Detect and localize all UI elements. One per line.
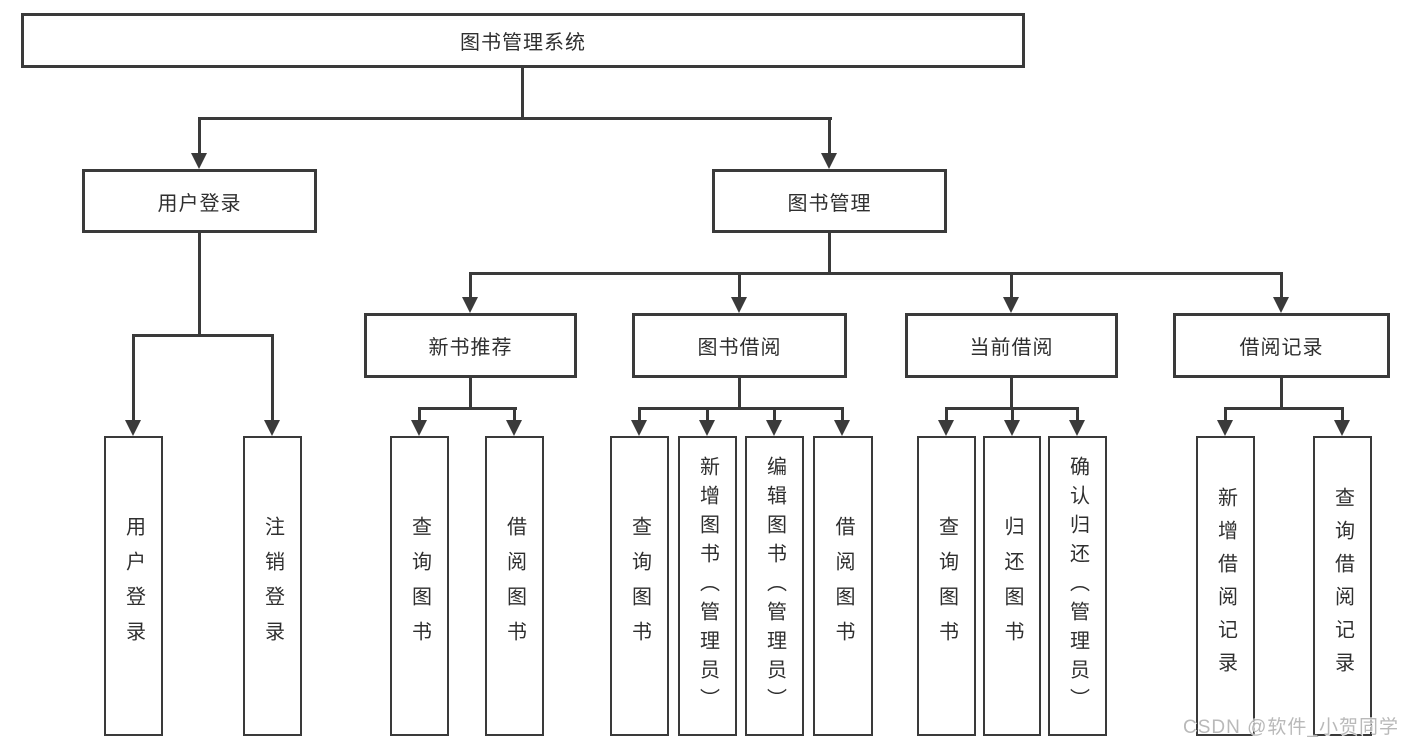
leaf-label: 用户登录 bbox=[122, 516, 145, 656]
leaf-cb-query-books: 查询图书 bbox=[917, 436, 976, 736]
arrow-into-user-login bbox=[191, 153, 207, 169]
csdn-watermark: CSDN @软件_小贺同学 bbox=[1183, 717, 1399, 738]
leaf-label: 查询图书 bbox=[628, 516, 651, 656]
leaf-bb-borrow-books: 借阅图书 bbox=[813, 436, 873, 736]
arrow-into-book-mgmt bbox=[821, 153, 837, 169]
connector-drop-borrow-records bbox=[1280, 272, 1283, 300]
arrow-into-rec-borrow bbox=[506, 420, 522, 436]
arrow-into-book-borrow bbox=[731, 297, 747, 313]
node-label: 图书借阅 bbox=[697, 337, 782, 359]
node-label: 借阅记录 bbox=[1239, 337, 1324, 359]
connector-drop-book-mgmt bbox=[828, 117, 831, 155]
arrow-into-leaf-login bbox=[125, 420, 141, 436]
leaf-label: 编辑图书（管理员） bbox=[763, 455, 786, 717]
leaf-label: 查询图书 bbox=[935, 516, 958, 656]
leaf-cb-confirm-return: 确认归还（管理员） bbox=[1048, 436, 1107, 736]
leaf-label: 新增图书（管理员） bbox=[696, 455, 719, 717]
connector-drop-cb-query bbox=[945, 407, 948, 423]
arrow-into-bb-borrow bbox=[834, 420, 850, 436]
node-label: 新书推荐 bbox=[428, 337, 513, 359]
arrow-into-bb-add bbox=[699, 420, 715, 436]
node-book-borrow: 图书借阅 bbox=[632, 313, 847, 378]
node-library-management-system: 图书管理系统 bbox=[21, 13, 1025, 68]
node-current-borrow: 当前借阅 bbox=[905, 313, 1118, 378]
arrow-into-bb-query bbox=[631, 420, 647, 436]
node-user-login: 用户登录 bbox=[82, 169, 317, 233]
leaf-logout: 注销登录 bbox=[243, 436, 302, 736]
leaf-label: 新增借阅记录 bbox=[1214, 487, 1237, 685]
leaf-label: 借阅图书 bbox=[832, 516, 854, 656]
leaf-bb-query-books: 查询图书 bbox=[610, 436, 669, 736]
connector-drop-bb-edit bbox=[773, 407, 776, 423]
node-borrow-records: 借阅记录 bbox=[1173, 313, 1390, 378]
arrow-into-br-query bbox=[1334, 420, 1350, 436]
leaf-cb-return-books: 归还图书 bbox=[983, 436, 1041, 736]
connector-drop-leaf-logout bbox=[271, 334, 274, 424]
leaf-rec-borrow-books: 借阅图书 bbox=[485, 436, 544, 736]
arrow-into-current-borrow bbox=[1003, 297, 1019, 313]
connector-drop-leaf-login bbox=[132, 334, 135, 424]
leaf-label: 注销登录 bbox=[261, 516, 284, 656]
connector-book-borrow-stem bbox=[738, 376, 741, 410]
arrow-into-rec-query bbox=[411, 420, 427, 436]
connector-book-mgmt-stem bbox=[828, 231, 831, 274]
connector-drop-new-book-rec bbox=[469, 272, 472, 300]
connector-current-borrow-stem bbox=[1010, 376, 1013, 410]
connector-drop-bb-add bbox=[706, 407, 709, 423]
leaf-br-query-record: 查询借阅记录 bbox=[1313, 436, 1372, 736]
connector-book-mgmt-branch bbox=[469, 272, 1283, 275]
leaf-rec-query-books: 查询图书 bbox=[390, 436, 449, 736]
leaf-bb-edit-books: 编辑图书（管理员） bbox=[745, 436, 804, 736]
connector-root-stem bbox=[521, 66, 524, 120]
node-new-book-recommend: 新书推荐 bbox=[364, 313, 577, 378]
leaf-label: 确认归还（管理员） bbox=[1066, 455, 1089, 717]
arrow-into-cb-confirm bbox=[1069, 420, 1085, 436]
arrow-into-cb-return bbox=[1004, 420, 1020, 436]
arrow-into-borrow-records bbox=[1273, 297, 1289, 313]
connector-drop-user-login bbox=[198, 117, 201, 155]
connector-drop-rec-borrow bbox=[513, 407, 516, 423]
connector-root-branch bbox=[198, 117, 832, 120]
node-label: 图书管理 bbox=[787, 192, 872, 215]
node-book-management: 图书管理 bbox=[712, 169, 947, 233]
arrow-into-leaf-logout bbox=[264, 420, 280, 436]
leaf-label: 归还图书 bbox=[1001, 516, 1023, 656]
connector-user-login-branch bbox=[132, 334, 274, 337]
node-label: 图书管理系统 bbox=[460, 32, 586, 54]
leaf-user-login: 用户登录 bbox=[104, 436, 163, 736]
leaf-label: 查询借阅记录 bbox=[1331, 487, 1354, 685]
connector-drop-br-query bbox=[1341, 407, 1344, 423]
connector-drop-br-add bbox=[1224, 407, 1227, 423]
connector-borrow-records-stem bbox=[1280, 376, 1283, 410]
leaf-br-add-record: 新增借阅记录 bbox=[1196, 436, 1255, 736]
connector-drop-cb-return bbox=[1011, 407, 1014, 423]
connector-drop-book-borrow bbox=[738, 272, 741, 300]
leaf-label: 查询图书 bbox=[408, 516, 431, 656]
connector-drop-bb-borrow bbox=[841, 407, 844, 423]
arrow-into-bb-edit bbox=[766, 420, 782, 436]
arrow-into-br-add bbox=[1217, 420, 1233, 436]
node-label: 用户登录 bbox=[157, 192, 242, 215]
leaf-bb-add-books: 新增图书（管理员） bbox=[678, 436, 737, 736]
connector-drop-bb-query bbox=[638, 407, 641, 423]
node-label: 当前借阅 bbox=[969, 337, 1054, 359]
leaf-label: 借阅图书 bbox=[503, 516, 526, 656]
arrow-into-new-book-rec bbox=[462, 297, 478, 313]
connector-new-book-rec-stem bbox=[469, 376, 472, 410]
connector-drop-cb-confirm bbox=[1076, 407, 1079, 423]
connector-drop-rec-query bbox=[418, 407, 421, 423]
connector-new-book-rec-branch bbox=[418, 407, 517, 410]
connector-book-borrow-branch bbox=[638, 407, 844, 410]
arrow-into-cb-query bbox=[938, 420, 954, 436]
connector-drop-current-borrow bbox=[1010, 272, 1013, 300]
connector-borrow-records-branch bbox=[1224, 407, 1344, 410]
connector-user-login-stem bbox=[198, 231, 201, 337]
